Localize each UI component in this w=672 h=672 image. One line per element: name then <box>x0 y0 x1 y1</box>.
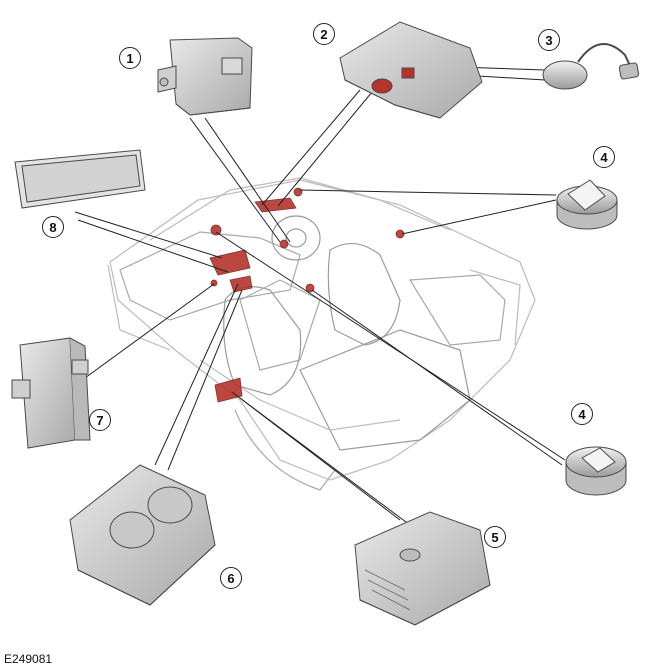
roof-pillar-right <box>299 177 451 231</box>
rear-seat <box>299 329 471 451</box>
location-audio-unit <box>214 377 243 403</box>
location-switch-pack <box>229 275 253 293</box>
component-7-control-module <box>11 337 91 449</box>
leader-4a-1 <box>299 189 557 196</box>
callout-4-bottom: 4 <box>571 403 593 425</box>
vehicle-floor-outline <box>109 179 536 481</box>
callout-8: 8 <box>42 216 64 238</box>
leader-lines <box>74 64 566 526</box>
steering-wheel <box>271 215 321 261</box>
steering-wheel-inner <box>285 228 307 248</box>
callout-1: 1 <box>119 47 141 69</box>
callout-7: 7 <box>89 409 111 431</box>
component-1-module <box>157 37 253 116</box>
leader-8b <box>77 219 229 273</box>
callout-4-top: 4 <box>593 146 615 168</box>
location-instrument-display <box>209 249 251 276</box>
rear-bench <box>408 274 506 346</box>
callout-2: 2 <box>313 23 335 45</box>
component-locations <box>209 187 405 403</box>
location-roof-speaker-front <box>293 187 303 197</box>
rear-door-line <box>469 269 521 346</box>
component-3-sensor <box>542 43 640 90</box>
component-5-audio-unit <box>354 511 491 626</box>
roof-pillar-left <box>149 177 301 241</box>
leader-4b-2 <box>311 289 563 466</box>
left-door-line <box>107 264 171 351</box>
dashboard-outline <box>119 231 301 321</box>
leader-2b <box>277 91 373 207</box>
callout-5: 5 <box>484 526 506 548</box>
component-6-switch-pack <box>69 464 216 606</box>
leader-2a <box>261 89 361 206</box>
leader-7 <box>84 283 215 379</box>
component-4-speaker-bottom <box>565 446 627 496</box>
leader-1a <box>189 117 281 243</box>
front-wheelarch <box>234 409 336 491</box>
component-2-overhead-console <box>339 21 483 119</box>
leader-8a <box>74 211 223 259</box>
floor-line <box>199 359 401 431</box>
leader-6a <box>154 283 239 466</box>
component-4-speaker-top <box>556 179 618 230</box>
leader-4a-2 <box>401 199 557 235</box>
leader-6b <box>167 289 243 471</box>
callout-6: 6 <box>220 567 242 589</box>
leader-1b <box>204 117 291 243</box>
front-seat-right <box>327 243 401 346</box>
centre-console <box>239 279 321 371</box>
location-module-1 <box>279 239 289 249</box>
figure-id-label: E249081 <box>4 652 53 666</box>
location-left-speaker <box>210 224 222 236</box>
front-seat-left <box>223 286 302 396</box>
leader-4b-1 <box>215 231 566 461</box>
component-8-display <box>14 149 146 209</box>
vehicle-interior <box>107 177 536 491</box>
leader-5b <box>239 397 411 526</box>
callout-3: 3 <box>538 29 560 51</box>
